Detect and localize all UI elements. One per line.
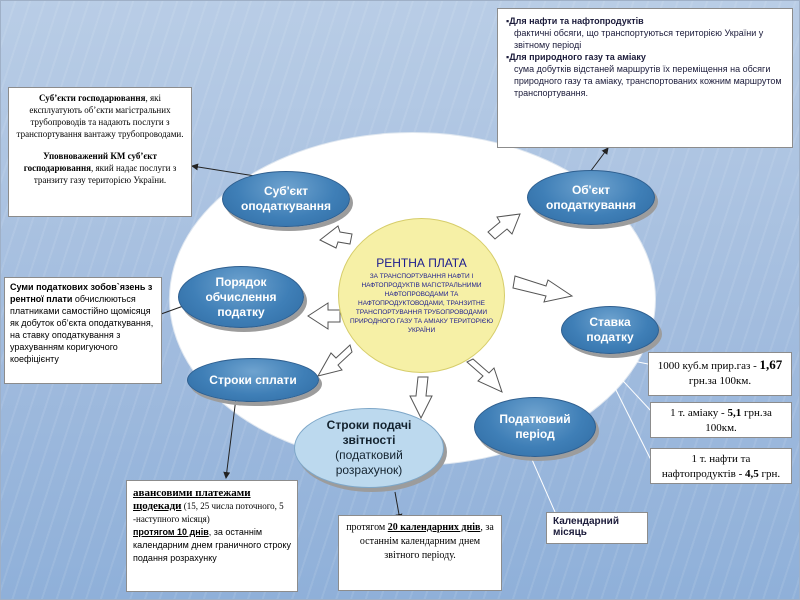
line-rate-to-ammonia (597, 353, 653, 413)
node-subject[interactable]: Суб'єкт оподаткування (222, 171, 350, 227)
tax-period-box: Календарний місяць (546, 512, 648, 544)
center-circle: РЕНТНА ПЛАТА ЗА ТРАНСПОРТУВАННЯ НАФТИ І … (338, 218, 505, 373)
object-item-1-title: ▪Для нафти та нафтопродуктів (506, 16, 644, 26)
arrow-to-rate (512, 275, 574, 303)
object-item-1-text: фактичні обсяги, що транспортуються тери… (514, 28, 764, 50)
payment-line-3: протягом 10 днів, за останнім календарни… (133, 527, 291, 563)
order-description-bold: Суми податкових зобов`язень з рентної пл… (10, 282, 153, 304)
node-reporting-terms-sub: (податковий розрахунок) (335, 448, 403, 477)
reporting-terms-box: протягом 20 календарних днів, за останні… (338, 515, 502, 591)
node-tax-period-label: Податковий період (499, 412, 571, 441)
order-description-rest: обчислюються платниками самостійно щоміс… (10, 294, 154, 364)
node-object[interactable]: Об'єкт оподаткування (527, 170, 655, 225)
arrow-to-subject (319, 225, 353, 249)
node-payment-terms-label: Строки сплати (209, 372, 297, 387)
line-rate-to-gas (597, 353, 649, 365)
subject-description-box: Суб’єкти господарювання, які експлуатуют… (8, 87, 192, 217)
order-description-box: Суми податкових зобов`язень з рентної пл… (4, 277, 162, 384)
node-order-label: Порядок обчислення податку (205, 274, 277, 319)
line-payment-to-box (223, 397, 237, 479)
payment-terms-box: авансовими платежами щодекади (15, 25 чи… (126, 480, 298, 592)
rate-oil-box: 1 т. нафти та нафтопродуктів - 4,5 грн. (650, 448, 792, 484)
node-object-label: Об'єкт оподаткування (546, 182, 636, 212)
arrow-to-order (307, 302, 341, 330)
arrow-to-object (487, 213, 521, 240)
arrow-to-reporting (409, 376, 433, 420)
rate-gas-box: 1000 куб.м прир.газ - 1,67 грн.за 100км. (648, 352, 792, 396)
node-payment-terms[interactable]: Строки сплати (187, 358, 319, 402)
line-object-to-box (589, 147, 609, 173)
node-rate-label: Ставка податку (586, 315, 634, 344)
line-rate-to-oil (597, 353, 653, 463)
line-period-to-box (529, 454, 556, 513)
node-subject-label: Суб'єкт оподаткування (241, 184, 331, 213)
node-order[interactable]: Порядок обчислення податку (178, 266, 304, 328)
arrow-to-period (466, 358, 503, 393)
arrow-to-payment (316, 344, 353, 377)
object-description-box: ▪Для нафти та нафтопродуктів фактичні об… (497, 8, 793, 148)
payment-line-1: авансовими платежами (133, 487, 251, 499)
center-subtitle: ЗА ТРАНСПОРТУВАННЯ НАФТИ І НАФТОПРОДУКТІ… (349, 273, 494, 334)
node-tax-period[interactable]: Податковий період (474, 397, 596, 457)
node-reporting-terms-label: Строки подачі звітності (326, 418, 412, 447)
payment-line-2: щодекади (15, 25 числа поточного, 5 -нас… (133, 500, 284, 524)
subject-description-p2: Уповноважений КМ суб’єкт господарювання,… (23, 151, 177, 185)
object-item-2-text: сума добутків відстаней маршрутів їх пер… (514, 64, 782, 98)
rate-ammonia-box: 1 т. аміаку - 5,1 грн.за 100км. (650, 402, 792, 438)
node-rate[interactable]: Ставка податку (561, 306, 659, 354)
object-item-2-title: ▪Для природного газу та аміаку (506, 52, 646, 62)
subject-description-p1: Суб’єкти господарювання, які експлуатуют… (16, 93, 184, 139)
center-title: РЕНТНА ПЛАТА (376, 256, 467, 270)
node-reporting-terms[interactable]: Строки подачі звітності (податковий розр… (294, 408, 444, 488)
